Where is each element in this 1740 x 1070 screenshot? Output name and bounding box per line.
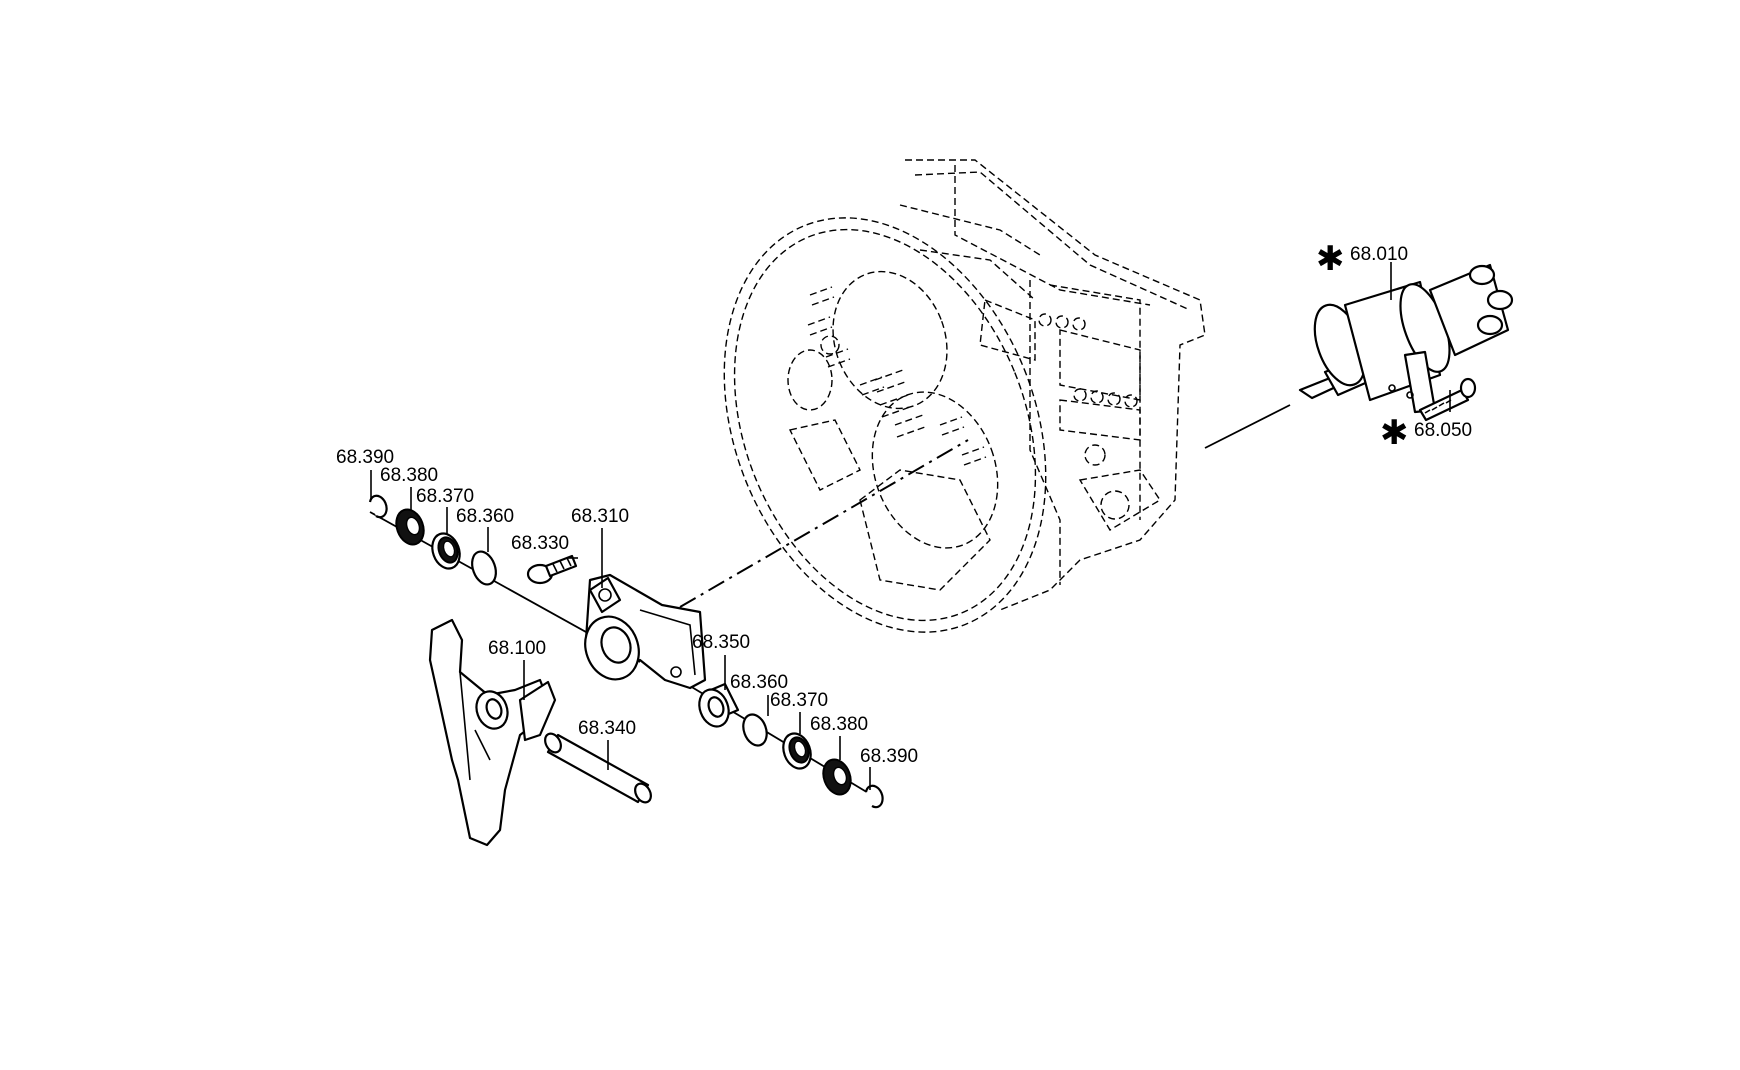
bearing-68-380-bottom (822, 758, 852, 796)
asterisk-marker-68-050: ✱ (1380, 413, 1409, 453)
oring-68-360-top (471, 550, 497, 586)
label-68-340[interactable]: 68.340 (578, 718, 636, 739)
bearing-68-380-top (395, 508, 425, 546)
label-68-380-top[interactable]: 68.380 (380, 465, 438, 486)
bushing-68-350 (698, 682, 740, 728)
label-68-370-top[interactable]: 68.370 (416, 486, 474, 507)
seal-68-370-bottom (782, 732, 812, 770)
label-68-360-top[interactable]: 68.360 (456, 506, 514, 527)
bolt-68-330 (526, 554, 578, 585)
bolt-68-050 (1418, 377, 1477, 422)
leader-lines (370, 262, 1451, 790)
actuator-axis-line (1204, 404, 1291, 449)
asterisk-marker-68-010: ✱ (1316, 239, 1345, 279)
transmission-housing (723, 159, 1206, 633)
release-bracket-68-310 (584, 573, 707, 690)
label-68-360-bottom[interactable]: 68.360 (730, 672, 788, 693)
center-axis-line (679, 439, 969, 608)
pin-68-340 (544, 732, 652, 804)
clutch-actuator-68-010 (1298, 263, 1514, 414)
release-fork-68-100 (428, 618, 557, 847)
label-68-390-bottom[interactable]: 68.390 (860, 746, 918, 767)
label-68-010[interactable]: 68.010 (1350, 244, 1408, 265)
label-68-350[interactable]: 68.350 (692, 632, 750, 653)
circlip-68-390-bottom (864, 784, 884, 809)
label-68-330[interactable]: 68.330 (511, 533, 569, 554)
seal-68-370-top (431, 532, 461, 570)
label-68-380-bottom[interactable]: 68.380 (810, 714, 868, 735)
label-68-100[interactable]: 68.100 (488, 638, 546, 659)
oring-68-360-bottom (742, 713, 768, 747)
label-68-370-bottom[interactable]: 68.370 (770, 690, 828, 711)
label-68-390-top[interactable]: 68.390 (336, 447, 394, 468)
label-68-310[interactable]: 68.310 (571, 506, 629, 527)
label-68-050[interactable]: 68.050 (1414, 420, 1472, 441)
circlip-68-390-top (368, 494, 388, 519)
